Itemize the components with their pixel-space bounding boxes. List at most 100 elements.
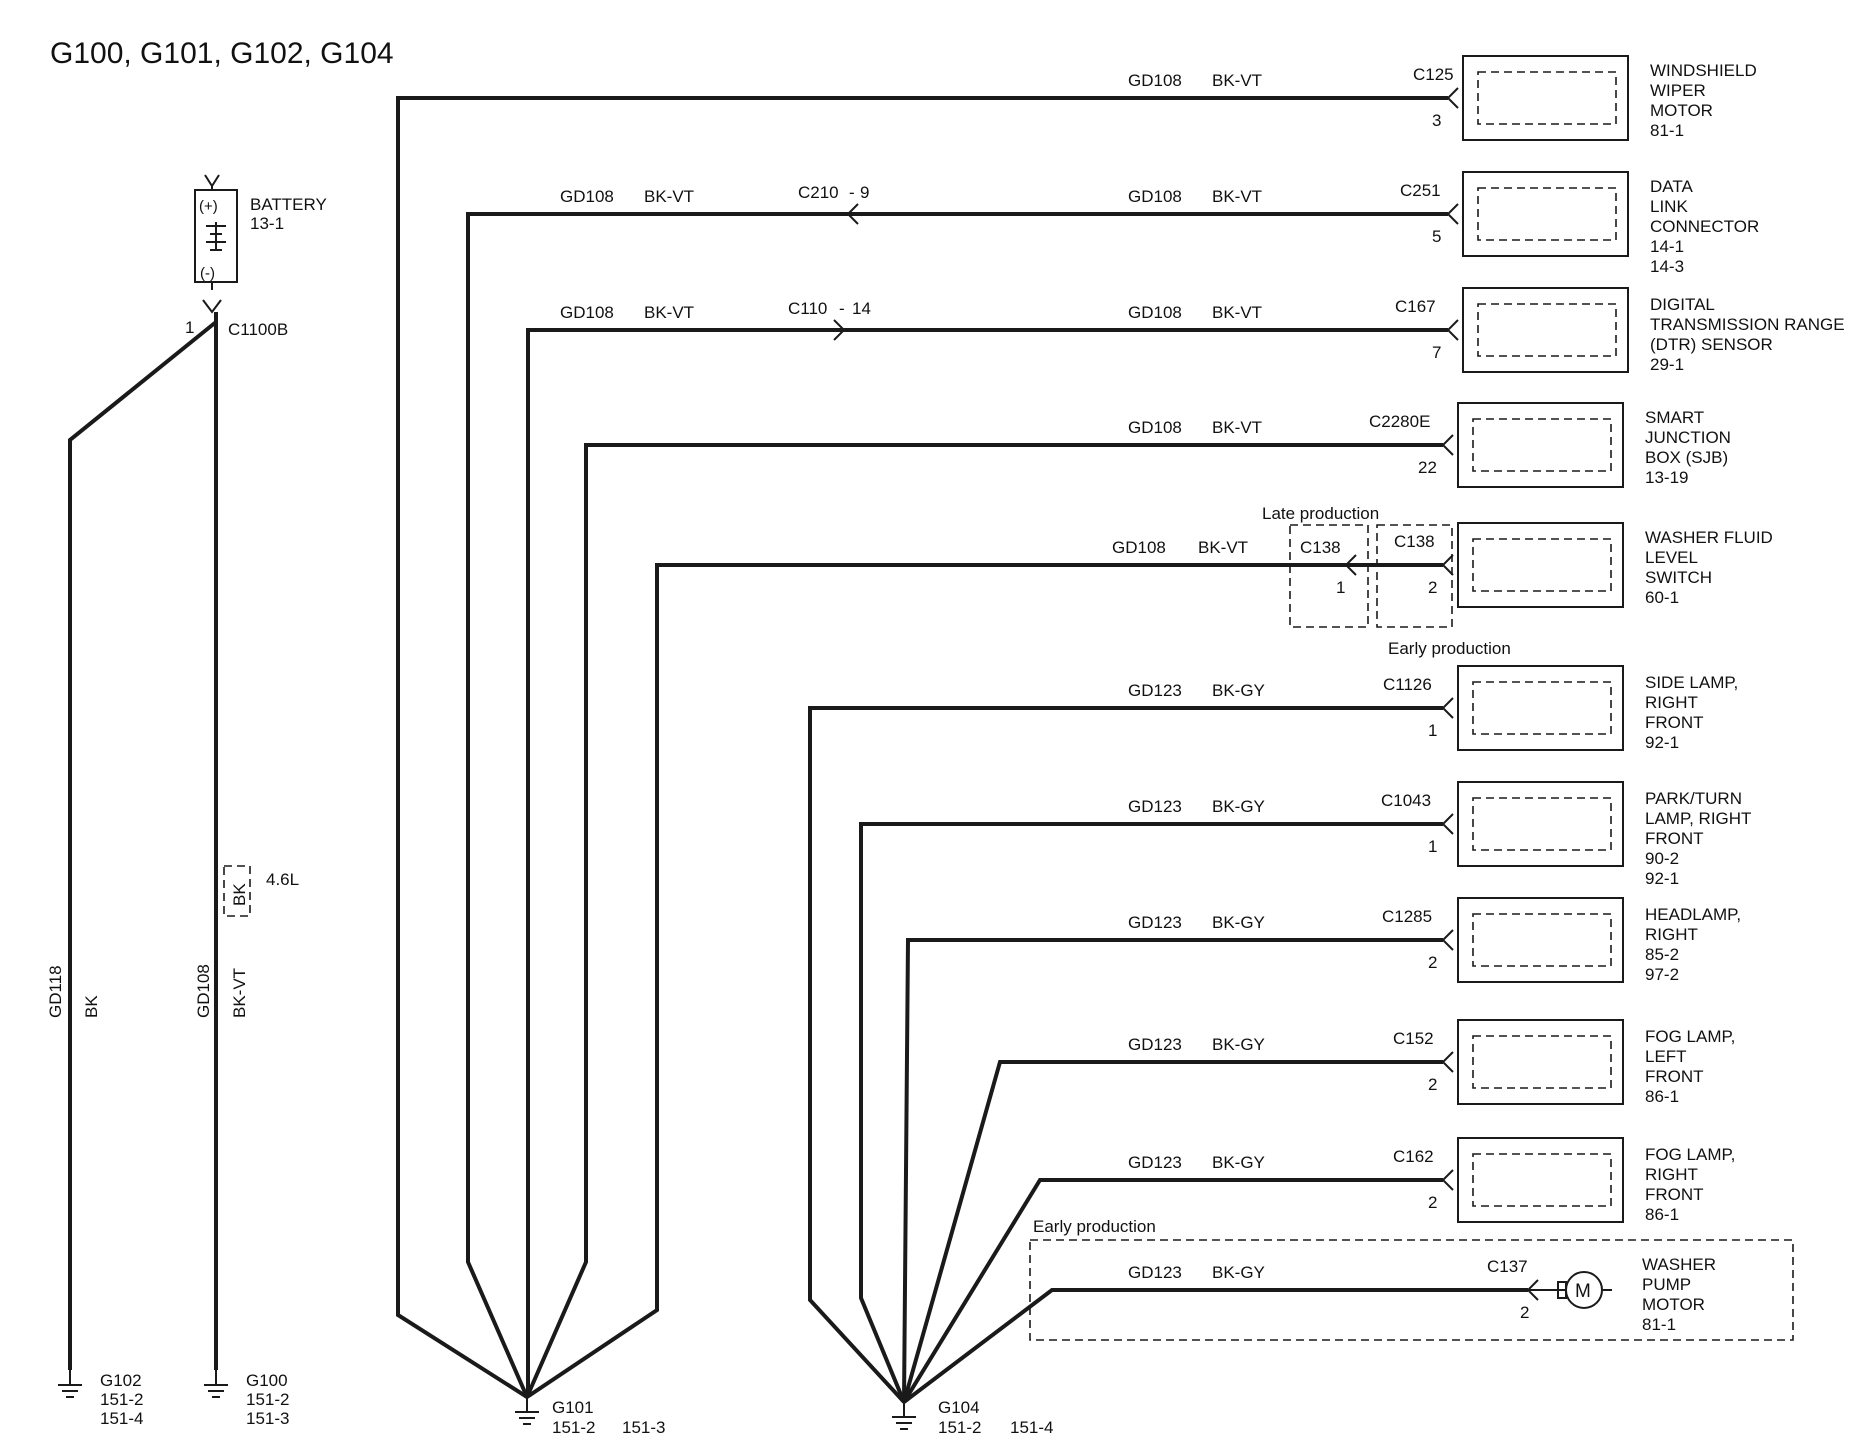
connector-pin: 2 — [1428, 953, 1437, 972]
component-label-line: 81-1 — [1642, 1315, 1676, 1334]
connector-pin: 2 — [1520, 1303, 1529, 1322]
connector-label: C1285 — [1382, 907, 1432, 926]
wire-c2280e — [525, 443, 1443, 1398]
ground-g100-label: G100 — [246, 1371, 288, 1390]
wire-color-label: BK-GY — [1212, 1263, 1265, 1282]
connector-pin: 3 — [1432, 111, 1441, 130]
inline-connector-pin: 14 — [852, 299, 871, 318]
svg-text:M: M — [1575, 1281, 1591, 1302]
component-box — [1457, 781, 1624, 867]
ground-icon — [58, 1370, 82, 1398]
wire-c251 — [466, 212, 1448, 1398]
component-label-line: 81-1 — [1650, 121, 1684, 140]
wire-label-gd108: GD108 — [194, 964, 213, 1018]
connector-arrow-icon — [1441, 1169, 1454, 1191]
connector-label: C138 — [1300, 538, 1341, 557]
wire-color-label: BK-VT — [1212, 71, 1262, 90]
connector-pin: 1 — [1428, 721, 1437, 740]
wire-circuit-label: GD123 — [1128, 913, 1182, 932]
wire-c125 — [396, 96, 1448, 1399]
connector-label: C125 — [1413, 65, 1454, 84]
component-box — [1462, 287, 1629, 373]
connector-label: C1126 — [1383, 675, 1432, 694]
component-label-line: LEVEL — [1645, 548, 1698, 567]
component-label-line: 86-1 — [1645, 1087, 1679, 1106]
component-label-line: PUMP — [1642, 1275, 1691, 1294]
wire-color-bk: BK — [82, 995, 101, 1018]
wire-color-bk-vt: BK-VT — [230, 968, 249, 1018]
inline-connector-arrow-icon — [846, 203, 859, 225]
wire-label-gd118: GD118 — [46, 965, 65, 1018]
component-box — [1457, 665, 1624, 751]
component-label-line: FRONT — [1645, 1185, 1704, 1204]
diagram-title: G100, G101, G102, G104 — [50, 37, 394, 70]
component-label-line: LAMP, RIGHT — [1645, 809, 1751, 828]
component-label-line: 92-1 — [1645, 869, 1679, 888]
wire-c162 — [902, 1178, 1443, 1404]
connector-arrow-icon — [1441, 813, 1454, 835]
component-label-line: 92-1 — [1645, 733, 1679, 752]
component-label-line: PARK/TURN — [1645, 789, 1742, 808]
connector-label: C152 — [1393, 1029, 1434, 1048]
engine-option-label: 4.6L — [266, 870, 299, 889]
component-label-line: 14-1 — [1650, 237, 1684, 256]
component-label-line: 85-2 — [1645, 945, 1679, 964]
connector-pin: 1 — [1336, 578, 1345, 597]
battery-minus: (-) — [200, 265, 215, 282]
wire-c1043 — [859, 822, 1443, 1403]
wire-c152 — [902, 1060, 1443, 1403]
connector-arrow-icon — [1526, 1279, 1539, 1301]
connector-arrow-icon — [1441, 554, 1454, 576]
component-label-line: CONNECTOR — [1650, 217, 1759, 236]
connector-label: C1043 — [1381, 791, 1431, 810]
component-box — [1457, 1019, 1624, 1105]
component-label-line: WASHER FLUID — [1645, 528, 1773, 547]
component-label-line: MOTOR — [1642, 1295, 1705, 1314]
component-label-line: TRANSMISSION RANGE — [1650, 315, 1845, 334]
component-label-line: WIPER — [1650, 81, 1706, 100]
connector-pin: 5 — [1432, 227, 1441, 246]
connector-arrow-icon — [1344, 554, 1357, 576]
component-label-line: FOG LAMP, — [1645, 1027, 1735, 1046]
late-production-box — [1289, 524, 1369, 628]
connector-label: C251 — [1400, 181, 1441, 200]
component-box — [1457, 1137, 1624, 1223]
wire-circuit-label: GD123 — [1128, 1153, 1182, 1172]
component-box — [1457, 402, 1624, 488]
connector-label: C162 — [1393, 1147, 1434, 1166]
inline-connector-arrow-icon — [833, 319, 846, 341]
wire-circuit-label: GD108 — [560, 303, 614, 322]
ground-g101-ref2: 151-3 — [622, 1418, 665, 1437]
component-label-line: SMART — [1645, 408, 1704, 427]
component-label-line: RIGHT — [1645, 693, 1698, 712]
component-box — [1457, 897, 1624, 983]
component-label-line: WASHER — [1642, 1255, 1716, 1274]
component-label-line: LINK — [1650, 197, 1688, 216]
wire-color-label: BK-VT — [1198, 538, 1248, 557]
battery-label: BATTERY — [250, 195, 327, 214]
component-label-line: WINDSHIELD — [1650, 61, 1757, 80]
connector-label: C167 — [1395, 297, 1436, 316]
ground-g102-ref2: 151-4 — [100, 1409, 143, 1428]
component-label-line: DATA — [1650, 177, 1693, 196]
wire-color-label: BK-VT — [1212, 187, 1262, 206]
wire-c138 — [525, 563, 1443, 1399]
connector-arrow-icon — [1441, 697, 1454, 719]
connector-pin: 7 — [1432, 343, 1441, 362]
connector-pin: 2 — [1428, 578, 1437, 597]
component-label-line: JUNCTION — [1645, 428, 1731, 447]
inline-connector-label: C110 — [788, 299, 827, 318]
wire-circuit-label: GD108 — [1128, 418, 1182, 437]
component-label-line: DIGITAL — [1650, 295, 1715, 314]
wire-circuit-label: GD123 — [1128, 797, 1182, 816]
component-label-line: SWITCH — [1645, 568, 1712, 587]
ground-g102-label: G102 — [100, 1371, 142, 1390]
ground-icon — [892, 1402, 916, 1430]
wire-circuit-label: GD123 — [1128, 1263, 1182, 1282]
ground-g101-label: G101 — [552, 1398, 594, 1417]
inline-connector-separator: - — [849, 183, 855, 202]
wire-gd118 — [68, 320, 218, 1370]
inline-connector-separator: - — [839, 299, 845, 318]
production-note: Late production — [1262, 504, 1379, 523]
